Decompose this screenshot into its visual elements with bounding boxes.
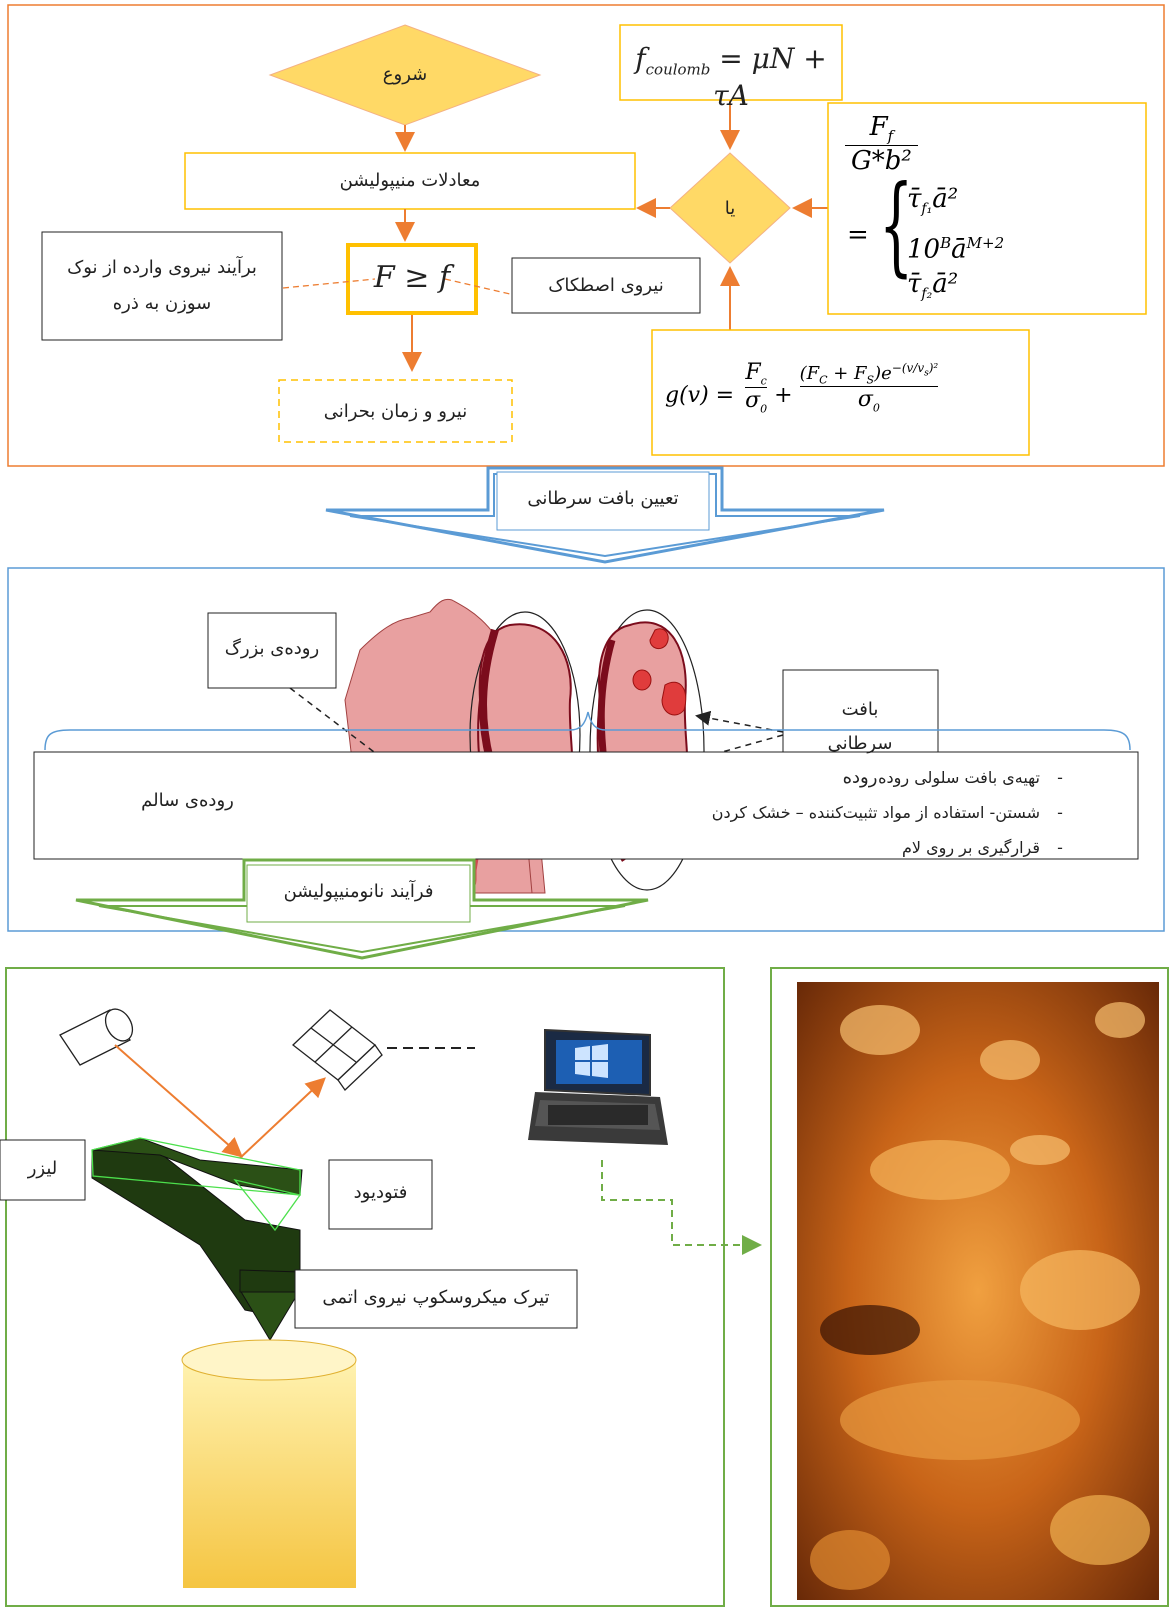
friction-label: نیروی اصطکاک [548, 275, 664, 296]
laser-label: لیزر [27, 1158, 58, 1179]
prep-step: -شستن- استفاده از مواد تثبیت‌کننده – خشک… [711, 803, 1063, 822]
coulomb-box [619, 24, 843, 101]
manipulation-box [184, 152, 636, 210]
or-label: یا [724, 198, 736, 219]
laser-box [0, 1139, 86, 1201]
large-intestine-box [207, 612, 337, 689]
prep-steps-box [33, 751, 1139, 860]
gv-formula: g(v) = Fc σ0 + (FC + FS)e−(v/vs)² σ0 [665, 360, 939, 416]
prep-steps-list: -تهیه‌ی بافت سلولی روده -شستن- استفاده ا… [130, 760, 1080, 865]
blue-arrow-label: تعیین بافت سرطانی [527, 488, 679, 509]
brace [44, 711, 1131, 751]
critical-output-label: نیرو و زمان بحرانی [323, 401, 468, 422]
condition-box [346, 243, 478, 315]
laptop [522, 1015, 672, 1165]
tip-force-label: برآیند نیروی وارده از نوک سوزن به ذره [67, 257, 257, 314]
large-intestine-label: روده‌ی بزرگ [224, 638, 320, 659]
start-label: شروع [382, 64, 428, 85]
critical-output-box [278, 379, 513, 443]
or-diamond [669, 152, 791, 264]
prep-step: -قرارگیری بر روی لام [902, 838, 1063, 857]
cantilever-label: تیرک میکروسکوپ نیروی اتمی [322, 1287, 550, 1308]
coulomb-formula: fcoulomb = μN + τA [635, 42, 827, 112]
afm-cantilever [91, 1137, 303, 1341]
cancer-tissue-label: بافت سرطانی روده [827, 699, 893, 788]
jkr-formula: Ff G*b² = { τ̄f₁ā² 10BāM+2 τ̄f₂ā² [845, 112, 1005, 303]
manipulation-label: معادلات منیپولیشن [339, 170, 481, 191]
prep-step: -تهیه‌ی بافت سلولی روده [878, 768, 1063, 787]
healthy-intestine-label: روده‌ی سالم [141, 790, 234, 811]
photodiode-box [328, 1159, 433, 1230]
friction-box [511, 257, 701, 314]
section-flowchart-frame [7, 4, 1165, 467]
sample-dish [181, 1339, 357, 1588]
section-image-frame [770, 967, 1169, 1607]
gv-box [651, 329, 1030, 456]
section-anatomy-frame [7, 567, 1165, 932]
laser-emitter [59, 1008, 134, 1066]
jkr-box [827, 102, 1147, 315]
section-afm-frame [5, 967, 725, 1607]
condition-label: F ≥ f [373, 260, 451, 295]
cantilever-box [294, 1269, 578, 1329]
tip-force-box [41, 231, 283, 341]
photodiode [292, 1009, 383, 1091]
photodiode-label: فتودیود [353, 1182, 408, 1203]
green-arrow-label: فرآیند نانومنیپولیشن [283, 881, 434, 902]
cancer-section-ellipse [589, 609, 705, 891]
